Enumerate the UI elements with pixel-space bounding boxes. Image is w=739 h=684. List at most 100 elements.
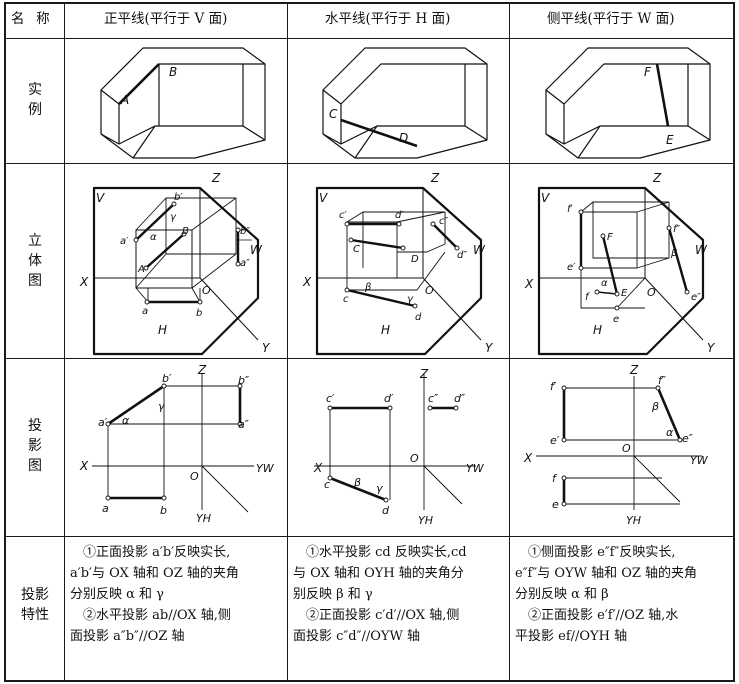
label-point: b′ <box>162 372 172 385</box>
label-point: F <box>607 232 613 243</box>
label-point: c′ <box>326 392 335 405</box>
table-border-left <box>4 2 6 682</box>
table-border-right <box>733 2 735 682</box>
property-line: a′b′与 OX 轴和 OZ 轴的夹角 <box>70 566 239 581</box>
label-point: f″ <box>673 224 681 235</box>
solid-diagram-profile: V H W X Y Z O f′ e′ f″ e″ f e F E α β <box>524 171 716 356</box>
label-axis-x: X <box>313 461 323 475</box>
row-label-char: 体 <box>28 253 42 269</box>
property-line: ②水平投影 ab//OX 轴,侧 <box>83 608 231 623</box>
row-label-char: 影 <box>28 438 42 454</box>
label-point: a′ <box>120 236 129 247</box>
label-point: d′ <box>395 210 404 221</box>
property-line: ②正面投影 c′d′//OX 轴,侧 <box>306 608 460 623</box>
label-point: A <box>137 264 145 275</box>
table-border-top <box>4 2 735 4</box>
label-angle: α <box>601 278 608 289</box>
label-plane-h: H <box>593 323 602 337</box>
label-angle: α <box>150 232 157 243</box>
header-col-horizontal: 水平线(平行于 H 面) <box>325 11 451 27</box>
property-line: 面投影 c″d″//OYW 轴 <box>293 629 420 644</box>
row-label-char: 立 <box>28 233 42 249</box>
label-point: f <box>585 292 590 303</box>
label-point: c″ <box>439 216 448 227</box>
label-angle: β <box>353 476 361 489</box>
label-point: B <box>169 65 177 79</box>
label-point: b″ <box>240 226 250 237</box>
label-axis-z: Z <box>652 171 662 185</box>
header-name-label: 名 称 <box>11 11 51 27</box>
label-point: b <box>160 504 167 517</box>
solid-diagram-horizontal: V H W X Y Z O c′ d′ c″ d″ c d C D β γ <box>302 171 494 356</box>
label-axis-x: X <box>524 277 534 291</box>
table-border-bottom <box>4 680 735 682</box>
label-point: e″ <box>682 432 694 445</box>
label-point: a <box>142 306 148 317</box>
label-point: f′ <box>567 204 574 215</box>
label-axis-yw: YW <box>690 454 709 467</box>
label-plane-w: W <box>250 243 263 257</box>
projection-diagram-profile: f′ e′ f″ e″ f e α β Z X O YW YH <box>523 363 709 527</box>
row-label-char: 图 <box>28 273 42 289</box>
property-line: ①正面投影 a′b′反映实长, <box>83 545 231 560</box>
label-point: c″ <box>428 392 439 405</box>
solid-diagram-frontal: V H W X Y Z O a′ b′ a″ b″ a b A B α γ <box>79 171 271 356</box>
label-point: C <box>329 107 338 121</box>
row-label-char: 投 <box>28 418 42 434</box>
label-origin: O <box>622 442 631 455</box>
label-point: b″ <box>238 374 250 387</box>
label-point: f″ <box>658 374 667 387</box>
label-point: b <box>196 308 202 319</box>
label-point: c <box>324 478 330 491</box>
property-line: 分别反映 α 和 β <box>515 587 609 602</box>
label-angle: β <box>364 282 372 293</box>
property-line: 面投影 a″b″//OZ 轴 <box>70 629 185 644</box>
label-point: f <box>552 472 558 485</box>
label-point: A <box>120 93 129 107</box>
row-label-char: 投影 <box>21 587 49 603</box>
row-label-property: 投影 特性 <box>10 585 60 625</box>
row-divider-3 <box>4 358 735 359</box>
label-angle: γ <box>170 212 177 223</box>
label-point: e <box>552 498 559 511</box>
label-point: c′ <box>339 210 347 221</box>
label-point: e′ <box>567 262 576 273</box>
label-point: e <box>613 314 619 325</box>
label-axis-z: Z <box>419 367 429 381</box>
row-divider-4 <box>4 536 735 537</box>
label-axis-x: X <box>79 275 89 289</box>
row-label-char: 图 <box>28 458 42 474</box>
label-axis-yh: YH <box>626 514 641 527</box>
label-point: b′ <box>174 192 183 203</box>
property-line: e″f″与 OYW 轴和 OZ 轴的夹角 <box>515 566 698 581</box>
label-point: E <box>666 133 674 147</box>
label-angle: γ <box>376 482 383 495</box>
example-object-horizontal: C D <box>322 47 488 159</box>
row-label-char: 例 <box>28 102 42 118</box>
label-origin: O <box>202 284 211 297</box>
label-plane-w: W <box>695 243 708 257</box>
label-axis-z: Z <box>629 363 639 377</box>
label-point: d″ <box>454 392 466 405</box>
label-point: a <box>102 502 109 515</box>
label-angle: γ <box>407 294 414 305</box>
label-point: d″ <box>457 250 467 261</box>
label-origin: O <box>190 470 199 483</box>
label-axis-z: Z <box>430 171 440 185</box>
label-origin: O <box>425 284 434 297</box>
label-point: d′ <box>384 392 394 405</box>
row-label-solid: 立 体 图 <box>10 231 60 291</box>
label-angle: α <box>666 426 674 439</box>
col-divider-3 <box>509 2 510 682</box>
label-angle: β <box>651 400 659 413</box>
col-divider-2 <box>287 2 288 682</box>
label-axis-z: Z <box>197 363 207 377</box>
label-point: F <box>644 65 652 79</box>
label-plane-h: H <box>158 323 167 337</box>
label-axis-z: Z <box>211 171 221 185</box>
property-line: 与 OX 轴和 OYH 轴的夹角分 <box>293 566 464 581</box>
label-axis-y: Y <box>485 341 494 355</box>
row-divider-2 <box>4 163 735 164</box>
row-label-projection: 投 影 图 <box>10 416 60 476</box>
label-axis-x: X <box>302 275 312 289</box>
